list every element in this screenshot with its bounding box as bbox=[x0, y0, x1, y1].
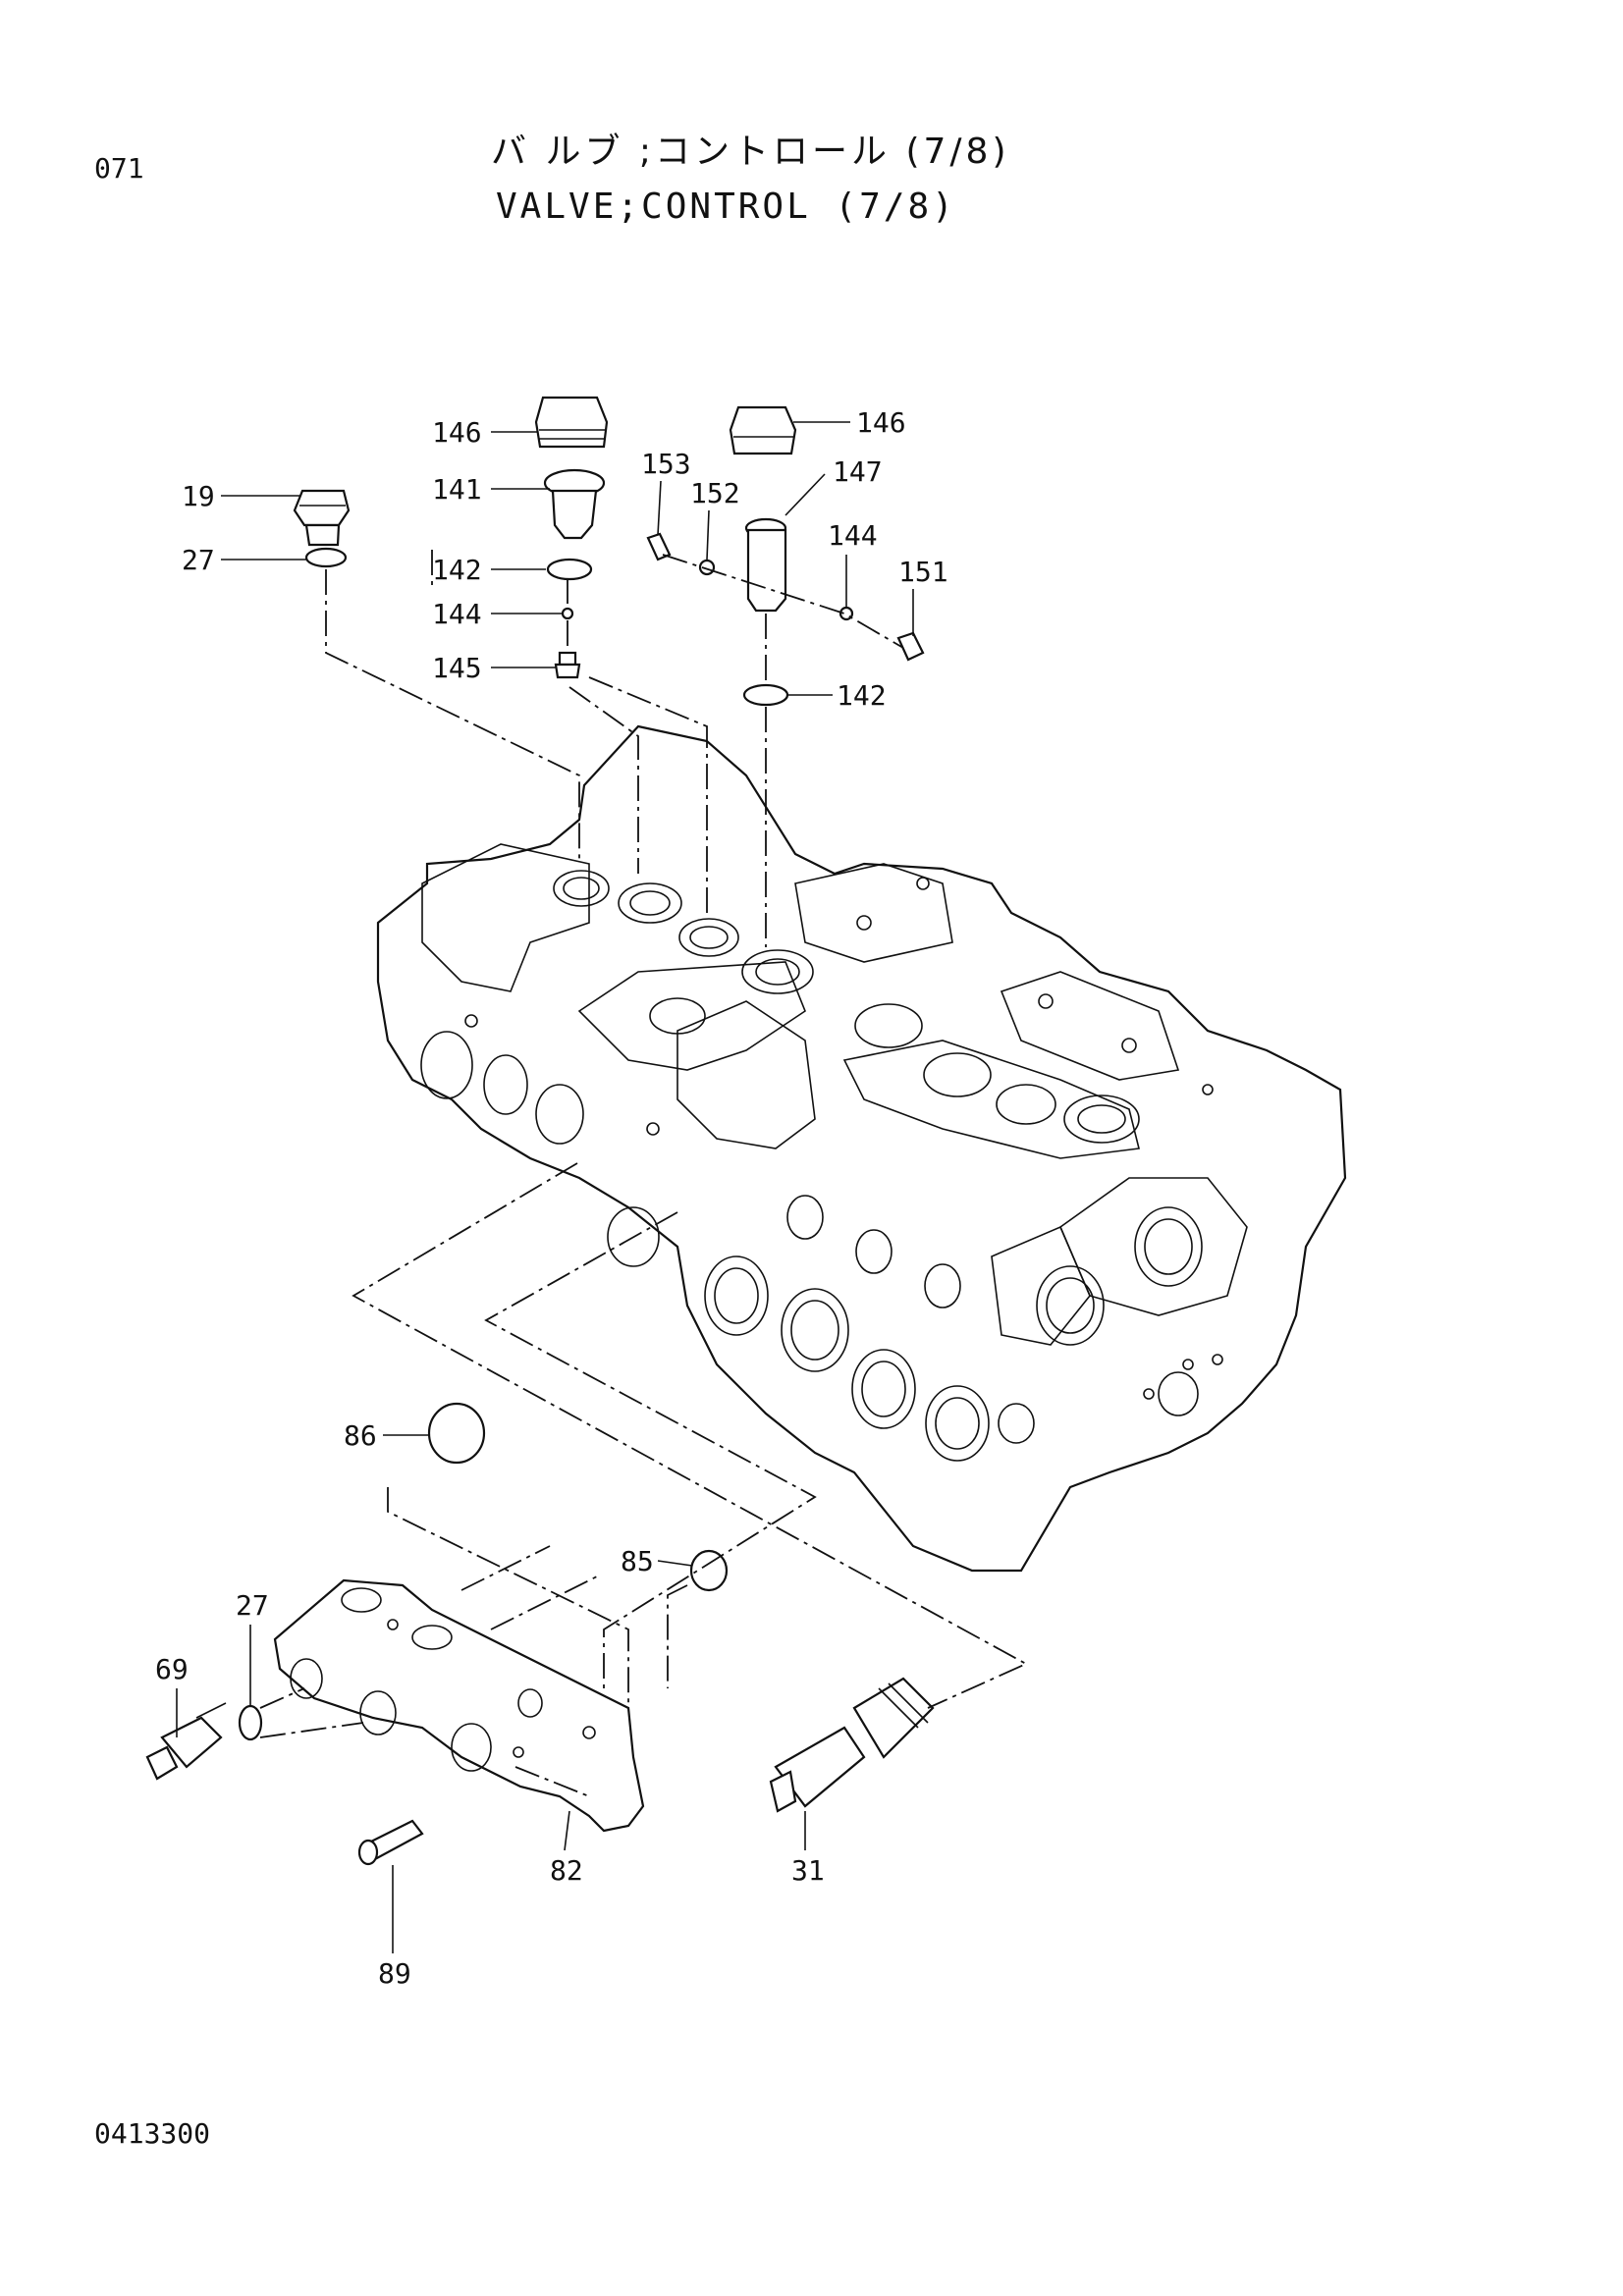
label-142-right: 142 bbox=[837, 679, 887, 712]
ball-144-left bbox=[561, 607, 574, 620]
label-19: 19 bbox=[182, 480, 215, 512]
page-number: 071 bbox=[94, 152, 144, 185]
o-ring-142-left bbox=[546, 558, 593, 581]
label-152: 152 bbox=[690, 477, 740, 509]
label-144-left: 144 bbox=[432, 598, 482, 630]
part-labels: 146 141 142 144 145 19 27 153 152 146 14… bbox=[155, 406, 948, 1990]
bolt-89 bbox=[357, 1819, 424, 1866]
assembly-lines bbox=[259, 550, 1029, 1797]
seat-145 bbox=[554, 651, 581, 679]
o-ring-27-lower bbox=[238, 1704, 263, 1741]
label-153: 153 bbox=[641, 448, 691, 480]
label-151: 151 bbox=[898, 556, 948, 588]
label-69: 69 bbox=[155, 1653, 189, 1685]
label-141: 141 bbox=[432, 473, 482, 506]
label-31: 31 bbox=[791, 1854, 825, 1887]
plug-19 bbox=[293, 489, 351, 547]
cap-146-left bbox=[534, 396, 609, 449]
label-86: 86 bbox=[344, 1419, 377, 1452]
cartridge-31 bbox=[769, 1677, 935, 1813]
cap-146-right bbox=[729, 405, 797, 455]
label-27-upper: 27 bbox=[182, 544, 215, 576]
label-85: 85 bbox=[621, 1545, 654, 1577]
o-ring-85 bbox=[689, 1549, 729, 1592]
o-ring-142-right bbox=[742, 683, 789, 707]
label-146-left: 146 bbox=[432, 416, 482, 449]
label-145: 145 bbox=[432, 652, 482, 684]
label-147: 147 bbox=[833, 455, 883, 488]
plug-69 bbox=[145, 1702, 227, 1781]
title-english: VALVE;CONTROL (7/8) bbox=[496, 187, 956, 227]
label-89: 89 bbox=[378, 1957, 411, 1990]
label-144-right: 144 bbox=[828, 519, 878, 552]
o-ring-27-upper bbox=[304, 547, 348, 568]
body-147 bbox=[744, 517, 787, 613]
leader-lines bbox=[176, 421, 914, 1953]
valve-141 bbox=[543, 468, 606, 540]
label-27-lower: 27 bbox=[236, 1589, 269, 1622]
label-146-right: 146 bbox=[856, 406, 906, 439]
label-142-left: 142 bbox=[432, 554, 482, 586]
plug-151 bbox=[896, 631, 925, 662]
label-82: 82 bbox=[550, 1854, 583, 1887]
screw-153 bbox=[646, 532, 672, 561]
o-ring-86 bbox=[427, 1402, 486, 1465]
block-82 bbox=[273, 1578, 645, 1833]
document-code: 0413300 bbox=[94, 2117, 211, 2150]
title-japanese: バ ルブ ;コントロール (7/8) bbox=[491, 132, 1010, 172]
valve-body bbox=[376, 724, 1347, 1573]
